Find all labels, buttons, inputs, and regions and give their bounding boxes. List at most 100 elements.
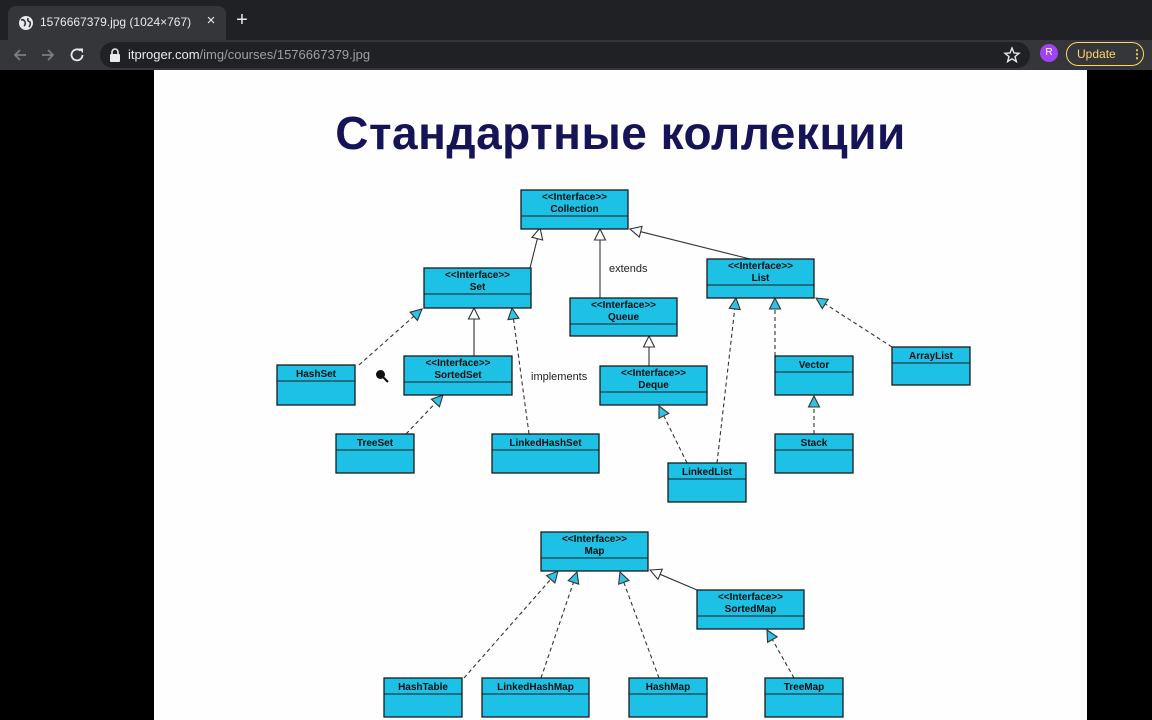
- relation-line: [716, 308, 736, 464]
- relation-list-collection: [628, 225, 751, 260]
- relations-layer: [358, 225, 893, 679]
- uml-class-stereotype: <<Interface>>: [621, 368, 686, 379]
- uml-class-arraylist: ArrayList: [891, 346, 971, 386]
- uml-class-name: HashTable: [398, 682, 448, 693]
- relation-sortedset-set: [467, 306, 481, 356]
- tab-title: 1576667379.jpg (1024×767): [40, 15, 192, 29]
- uml-class-name: HashSet: [296, 369, 337, 380]
- uml-class-stack: Stack: [774, 433, 854, 474]
- relation-line: [529, 238, 538, 269]
- url-path: /img/courses/1576667379.jpg: [199, 47, 371, 62]
- uml-class-name: TreeMap: [784, 682, 825, 693]
- uml-class-linkedhashmap: LinkedHashMap: [481, 677, 590, 718]
- update-button[interactable]: Update ⋮: [1066, 42, 1144, 66]
- url-host: itproger.com: [128, 47, 200, 62]
- uml-class-box: [628, 677, 708, 718]
- uml-class-stereotype: <<Interface>>: [718, 592, 783, 603]
- update-label: Update: [1077, 47, 1116, 61]
- relation-line: [512, 318, 530, 435]
- uml-class-box: [569, 297, 678, 337]
- globe-icon: [19, 16, 33, 30]
- profile-avatar[interactable]: R: [1040, 44, 1058, 62]
- uml-class-name: Stack: [801, 438, 828, 449]
- slide-title: Стандартные коллекции: [335, 107, 906, 159]
- uml-class-box: [667, 462, 747, 503]
- uml-class-box: [891, 346, 971, 386]
- uml-class-box: [383, 677, 463, 718]
- uml-class-sortedmap: <<Interface>>SortedMap: [696, 589, 805, 630]
- uml-class-box: [481, 677, 590, 718]
- implements-arrowhead: [430, 394, 444, 408]
- uml-class-name: ArrayList: [909, 351, 954, 362]
- uml-class-box: [764, 677, 844, 718]
- uml-class-name: LinkedHashMap: [497, 682, 574, 693]
- extends-arrowhead: [628, 225, 643, 239]
- uml-class-name: Map: [585, 546, 605, 557]
- uml-class-sortedset: <<Interface>>SortedSet: [403, 355, 513, 396]
- uml-class-stereotype: <<Interface>>: [728, 261, 793, 272]
- implements-arrowhead: [567, 570, 580, 585]
- implements-arrowhead: [507, 306, 520, 321]
- uml-class-name: Set: [470, 282, 486, 293]
- bookmark-star-icon[interactable]: [1003, 46, 1021, 64]
- uml-class-name: Collection: [550, 204, 598, 215]
- relation-queue-collection: [593, 227, 607, 298]
- uml-class-name: SortedSet: [434, 370, 482, 381]
- uml-class-name: SortedMap: [725, 604, 777, 615]
- uml-class-box: [403, 355, 513, 396]
- relation-linkedlist-list: [716, 296, 742, 464]
- uml-class-box: [491, 433, 600, 474]
- uml-class-name: LinkedHashSet: [509, 438, 582, 449]
- implements-arrowhead: [807, 394, 821, 408]
- relation-deque-queue: [642, 334, 656, 366]
- tab-close-icon[interactable]: ×: [206, 12, 216, 29]
- slide-image: Стандартные коллекции <<Interface>>Colle…: [154, 70, 1087, 720]
- relation-vector-list: [768, 296, 782, 356]
- extends-label: extends: [609, 263, 648, 275]
- uml-class-map: <<Interface>>Map: [540, 531, 649, 572]
- relation-hashmap-map: [617, 570, 660, 679]
- uml-class-deque: <<Interface>>Deque: [599, 365, 708, 406]
- uml-class-name: TreeSet: [357, 438, 394, 449]
- new-tab-button[interactable]: +: [236, 9, 248, 31]
- relation-line: [771, 639, 795, 679]
- extends-arrowhead: [530, 226, 544, 241]
- menu-dots-icon[interactable]: ⋮: [1131, 47, 1143, 61]
- browser-tab[interactable]: 1576667379.jpg (1024×767) ×: [8, 6, 226, 40]
- back-arrow-icon[interactable]: [10, 45, 30, 65]
- uml-class-set: <<Interface>>Set: [423, 267, 532, 309]
- uml-class-stereotype: <<Interface>>: [425, 358, 490, 369]
- address-bar[interactable]: itproger.com/img/courses/1576667379.jpg: [100, 42, 1030, 68]
- uml-class-hashtable: HashTable: [383, 677, 463, 718]
- uml-class-name: List: [752, 273, 770, 284]
- uml-class-box: [276, 364, 356, 406]
- implements-arrowhead: [658, 404, 670, 420]
- extends-arrowhead: [593, 227, 607, 241]
- uml-class-hashset: HashSet: [276, 364, 356, 406]
- relation-stack-vector: [807, 394, 821, 434]
- lock-icon[interactable]: [109, 48, 121, 62]
- uml-class-name: Deque: [638, 380, 669, 391]
- implements-arrowhead: [409, 308, 423, 322]
- uml-class-box: [423, 267, 532, 309]
- uml-class-box: [520, 189, 629, 230]
- uml-class-stereotype: <<Interface>>: [542, 192, 607, 203]
- reload-icon[interactable]: [67, 45, 87, 65]
- uml-class-box: [540, 531, 649, 572]
- classes-layer: <<Interface>>Collection<<Interface>>Set<…: [276, 189, 971, 718]
- uml-class-name: HashMap: [646, 682, 690, 693]
- relation-line: [663, 415, 688, 464]
- implements-arrowhead: [617, 570, 630, 586]
- uml-class-box: [774, 355, 854, 396]
- relation-line: [358, 315, 415, 366]
- uml-class-hashmap: HashMap: [628, 677, 708, 718]
- relation-hashtable-map: [463, 570, 559, 679]
- uml-class-name: Vector: [799, 360, 830, 371]
- relation-line: [540, 582, 574, 679]
- uml-class-box: [696, 589, 805, 630]
- url-text: itproger.com/img/courses/1576667379.jpg: [128, 47, 370, 62]
- uml-class-linkedhashset: LinkedHashSet: [491, 433, 600, 474]
- uml-class-vector: Vector: [774, 355, 854, 396]
- uml-class-stereotype: <<Interface>>: [591, 300, 656, 311]
- forward-arrow-icon[interactable]: [38, 45, 58, 65]
